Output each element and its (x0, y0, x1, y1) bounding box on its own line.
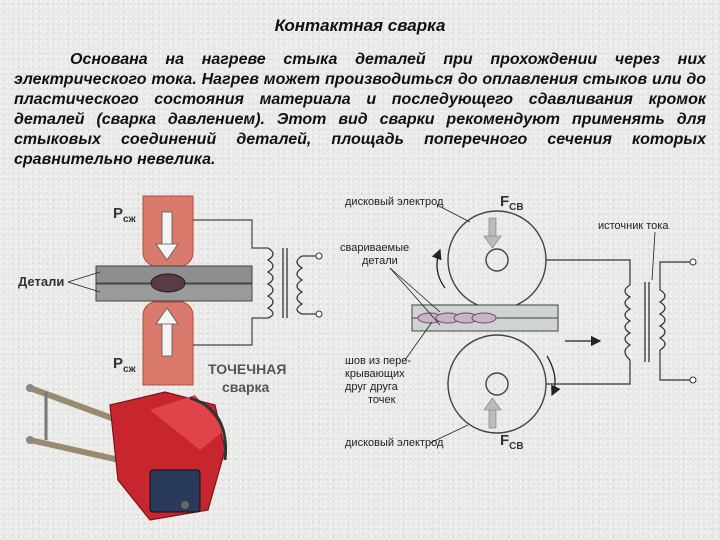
seam-transformer-secondary (658, 289, 666, 351)
terminal-bottom (315, 310, 323, 318)
seam-label-3: друг друга (345, 381, 399, 393)
spot-welding-scheme (67, 195, 323, 386)
seam-terminal-top (689, 258, 697, 266)
seam-bottom-force-arrow (483, 397, 502, 429)
seam-weld-spots (417, 312, 497, 324)
seam-label-4: точек (368, 394, 396, 406)
seam-wire-top (546, 259, 631, 285)
transformer-secondary (296, 255, 304, 315)
seam-label-1: шов из пере- (345, 355, 411, 367)
top-electrode-label: дисковый электрод (345, 196, 444, 208)
seam-terminal-bottom (689, 376, 697, 384)
terminal-top (315, 252, 323, 260)
slide-title: Контактная сварка (274, 16, 446, 35)
spot-caption-line1: ТОЧЕЧНАЯ (208, 361, 286, 377)
welded-parts-label-1: свариваемые (340, 242, 409, 254)
seam-label-2: крывающих (345, 368, 405, 380)
bottom-rotation-arrow (546, 355, 561, 397)
force-bottom-label: Pсж (113, 355, 137, 375)
wire-top (193, 219, 268, 249)
top-force-arrow (155, 211, 179, 261)
current-source-label: источник тока (598, 220, 669, 232)
parts-label: Детали (18, 274, 64, 289)
spot-welder-machine-image (26, 384, 228, 521)
seam-wire-bottom (546, 360, 631, 385)
seam-top-force-arrow (483, 217, 502, 249)
seam-force-top-label: FСВ (500, 193, 524, 213)
weld-nugget (150, 273, 186, 293)
seam-force-bottom-label: FСВ (500, 432, 524, 452)
top-disc-electrode (447, 210, 547, 310)
welded-parts-label-2: детали (362, 255, 398, 267)
bottom-disc-electrode (447, 334, 547, 434)
bottom-electrode-label: дисковый электрод (345, 437, 444, 449)
transformer-primary (266, 247, 274, 319)
description-paragraph: Основана на нагреве стыка деталей при пр… (14, 51, 706, 168)
spot-caption-line2: сварка (222, 379, 270, 395)
seam-transformer-primary (624, 284, 632, 361)
bottom-force-arrow (155, 307, 179, 357)
seam-welding-scheme (389, 204, 697, 444)
top-rotation-arrow (431, 248, 446, 289)
wire-bottom (193, 317, 268, 346)
force-top-label: Pсж (113, 205, 137, 225)
